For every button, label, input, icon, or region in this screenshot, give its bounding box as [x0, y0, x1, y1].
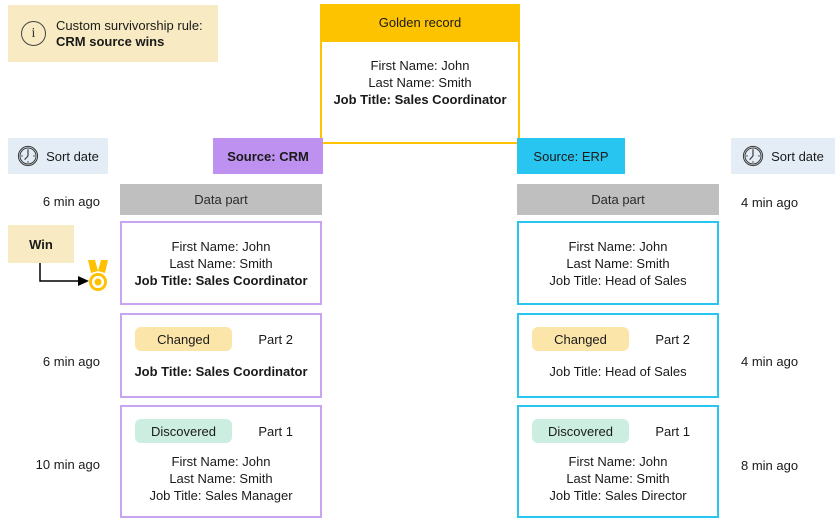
crm-current-part: First Name: John Last Name: Smith Job Ti…: [120, 221, 322, 305]
rule-note-line2: CRM source wins: [56, 33, 165, 49]
win-arrow: [39, 263, 89, 286]
golden-first-name: First Name: John: [370, 58, 470, 73]
survivorship-rule-note: i Custom survivorship rule: CRM source w…: [8, 5, 218, 62]
crm-data-part-header: Data part: [120, 184, 322, 215]
erp-current-part: First Name: John Last Name: Smith Job Ti…: [517, 221, 719, 305]
golden-record-body: First Name: John Last Name: Smith Job Ti…: [320, 40, 520, 144]
erp-data-part-header: Data part: [517, 184, 719, 215]
erp-part2-job-title: Job Title: Head of Sales: [549, 364, 687, 379]
medal-icon: [88, 260, 108, 291]
golden-record-card: Golden record First Name: John Last Name…: [320, 4, 520, 144]
crm-current-job-title: Job Title: Sales Coordinator: [134, 273, 308, 288]
erp-part1-last-name: Last Name: Smith: [566, 471, 670, 486]
crm-part1-last-name: Last Name: Smith: [169, 471, 273, 486]
erp-part1: Discovered Part 1 First Name: John Last …: [517, 405, 719, 518]
erp-part1-job-title: Job Title: Sales Director: [549, 488, 687, 503]
sort-date-label: Sort date: [771, 148, 824, 164]
erp-timestamp-part2: 4 min ago: [741, 354, 799, 369]
golden-job-title: Job Title: Sales Coordinator: [333, 92, 507, 107]
sort-date-right: Sort date: [731, 138, 835, 174]
erp-current-first-name: First Name: John: [568, 239, 668, 254]
clock-icon: [18, 145, 39, 167]
info-icon: i: [21, 21, 46, 46]
erp-timestamp-current: 4 min ago: [741, 195, 799, 210]
crm-timestamp-current: 6 min ago: [42, 194, 100, 209]
crm-timestamp-part2: 6 min ago: [42, 354, 100, 369]
erp-part1-first-name: First Name: John: [568, 454, 668, 469]
crm-current-last-name: Last Name: Smith: [169, 256, 273, 271]
sort-date-label: Sort date: [46, 148, 99, 164]
crm-part1-job-title: Job Title: Sales Manager: [149, 488, 293, 503]
source-crm-badge: Source: CRM: [213, 138, 323, 174]
rule-note-line1: Custom survivorship rule:: [56, 17, 203, 33]
clock-icon: [743, 145, 764, 167]
part2-label: Part 2: [655, 331, 690, 347]
discovered-badge: Discovered: [135, 419, 232, 443]
erp-timestamp-part1: 8 min ago: [741, 458, 799, 473]
part2-label: Part 2: [258, 331, 293, 347]
crm-part1: Discovered Part 1 First Name: John Last …: [120, 405, 322, 518]
crm-part2-job-title: Job Title: Sales Coordinator: [134, 364, 308, 379]
crm-part1-first-name: First Name: John: [171, 454, 271, 469]
source-erp-badge: Source: ERP: [517, 138, 625, 174]
sort-date-left: Sort date: [8, 138, 108, 174]
part1-label: Part 1: [258, 423, 293, 439]
changed-badge: Changed: [532, 327, 629, 351]
part1-label: Part 1: [655, 423, 690, 439]
discovered-badge: Discovered: [532, 419, 629, 443]
erp-part2: Changed Part 2 Job Title: Head of Sales: [517, 313, 719, 398]
crm-part2: Changed Part 2 Job Title: Sales Coordina…: [120, 313, 322, 398]
erp-current-last-name: Last Name: Smith: [566, 256, 670, 271]
erp-current-job-title: Job Title: Head of Sales: [549, 273, 687, 288]
win-box: Win: [8, 225, 74, 263]
golden-record-title: Golden record: [320, 4, 520, 40]
changed-badge: Changed: [135, 327, 232, 351]
golden-last-name: Last Name: Smith: [368, 75, 472, 90]
crm-current-first-name: First Name: John: [171, 239, 271, 254]
crm-timestamp-part1: 10 min ago: [35, 457, 100, 472]
